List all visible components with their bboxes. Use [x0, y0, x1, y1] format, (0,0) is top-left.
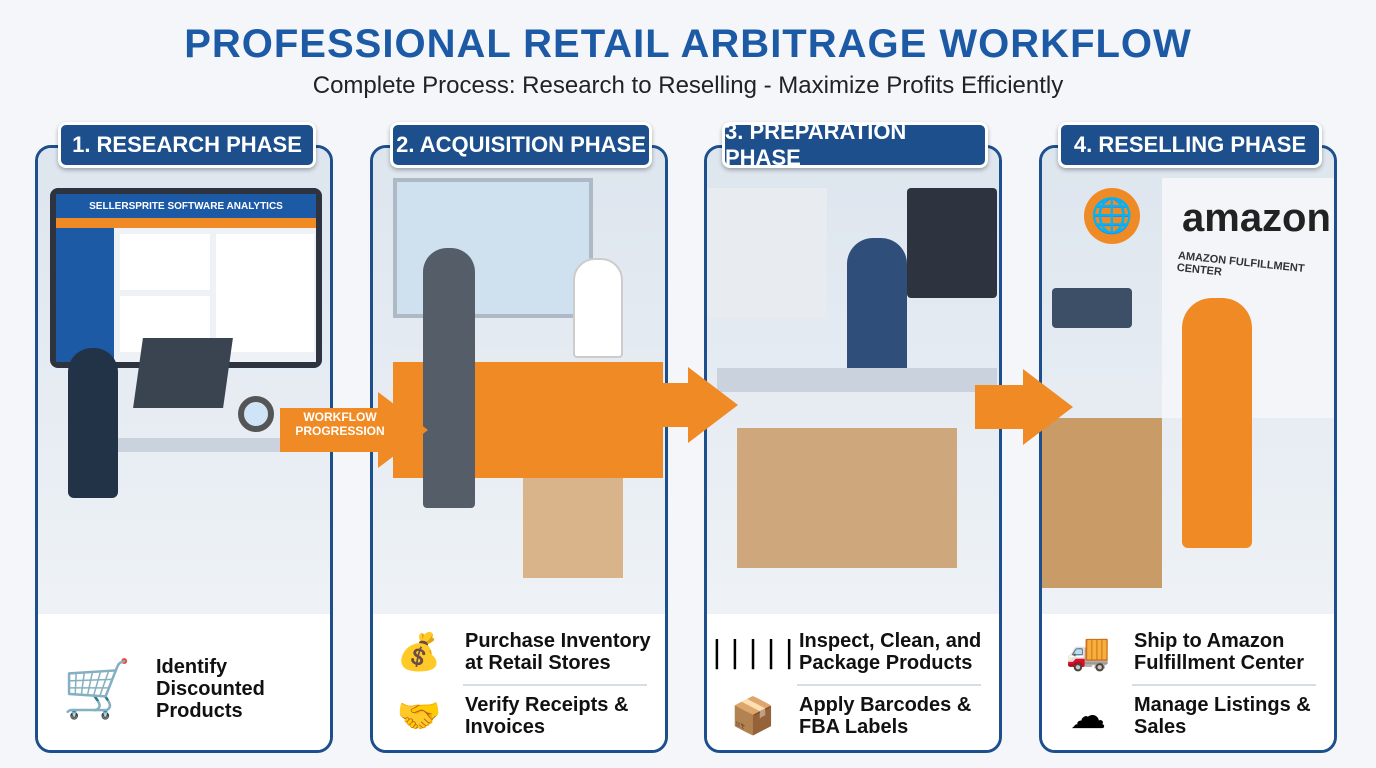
tab-acquisition-phase: 2. ACQUISITION PHASE: [390, 122, 652, 168]
delivery-truck-icon: 🚚: [1065, 631, 1111, 672]
workflow-arrow-1: [280, 408, 380, 452]
amazon-logo: amazon: [1182, 196, 1331, 240]
tab-preparation-phase: 3. PREPARATION PHASE: [722, 119, 988, 170]
box-stack: [1042, 418, 1162, 588]
packing-table: [717, 368, 997, 392]
preparation-phase-panel: |||||Inspect, Clean, and Package Product…: [704, 145, 1002, 753]
desk: [118, 438, 318, 452]
computer-monitor: [907, 188, 997, 298]
customer: [423, 248, 475, 508]
laptop: [133, 338, 233, 408]
analytics-monitor: SELLERSPRITE SOFTWARE ANALYTICS: [50, 188, 322, 368]
preparation-scene: [707, 148, 999, 614]
handshake-icon: 🤝: [396, 695, 442, 736]
pegboard: [707, 188, 827, 318]
cashier: [573, 258, 623, 358]
phase-4-item-2: Manage Listings & Sales: [1134, 694, 1311, 738]
screen-title: SELLERSPRITE SOFTWARE ANALYTICS: [56, 194, 316, 218]
magnifier-icon: [238, 396, 274, 432]
worker-carrying-box: [1182, 298, 1252, 548]
arrowhead-2: [688, 367, 738, 443]
arrowhead-1: [378, 392, 428, 468]
shopping-cart-icon: 🛒: [62, 657, 132, 720]
reselling-scene: amazon AMAZON FULFILLMENT CENTER 🌐: [1042, 148, 1334, 614]
globe-location-icon: 🌐: [1084, 188, 1140, 244]
boxes: [737, 428, 957, 568]
phase-3-item-2: Apply Barcodes & FBA Labels: [799, 694, 972, 738]
person-at-desk: [68, 348, 118, 498]
box-icon: 📦: [730, 695, 776, 736]
acquisition-scene: [373, 148, 665, 614]
barcode-icon: |||||: [707, 634, 799, 670]
cloud-upload-icon: ☁: [1070, 695, 1106, 736]
phase-4-item-1: Ship to Amazon Fulfillment Center: [1134, 630, 1305, 674]
page-title: PROFESSIONAL RETAIL ARBITRAGE WORKFLOW: [184, 22, 1192, 66]
phase-1-item-1: Identify Discounted Products: [156, 656, 265, 722]
shopping-bag-dollar-icon: 💰: [396, 631, 442, 672]
page-subtitle: Complete Process: Research to Reselling …: [312, 72, 1064, 99]
shopping-bags: [523, 478, 623, 578]
arrowhead-3: [1023, 369, 1073, 445]
tab-research-phase: 1. RESEARCH PHASE: [58, 122, 316, 168]
phase-2-item-1: Purchase Inventory at Retail Stores: [465, 630, 651, 674]
research-phase-panel: SELLERSPRITE SOFTWARE ANALYTICS 🛒 Identi…: [35, 145, 333, 753]
workflow-arrow-3: [975, 385, 1025, 429]
delivery-truck: [1052, 288, 1132, 328]
research-scene: SELLERSPRITE SOFTWARE ANALYTICS: [38, 148, 330, 614]
worker: [847, 238, 907, 378]
phase-3-item-1: Inspect, Clean, and Package Products: [799, 630, 982, 674]
workflow-arrow-2: [640, 383, 690, 427]
workflow-label: WORKFLOW PROGRESSION: [295, 410, 385, 438]
tab-reselling-phase: 4. RESELLING PHASE: [1058, 122, 1322, 168]
phase-2-item-2: Verify Receipts & Invoices: [465, 694, 629, 738]
reselling-phase-panel: amazon AMAZON FULFILLMENT CENTER 🌐 🚚 Ship…: [1039, 145, 1337, 753]
